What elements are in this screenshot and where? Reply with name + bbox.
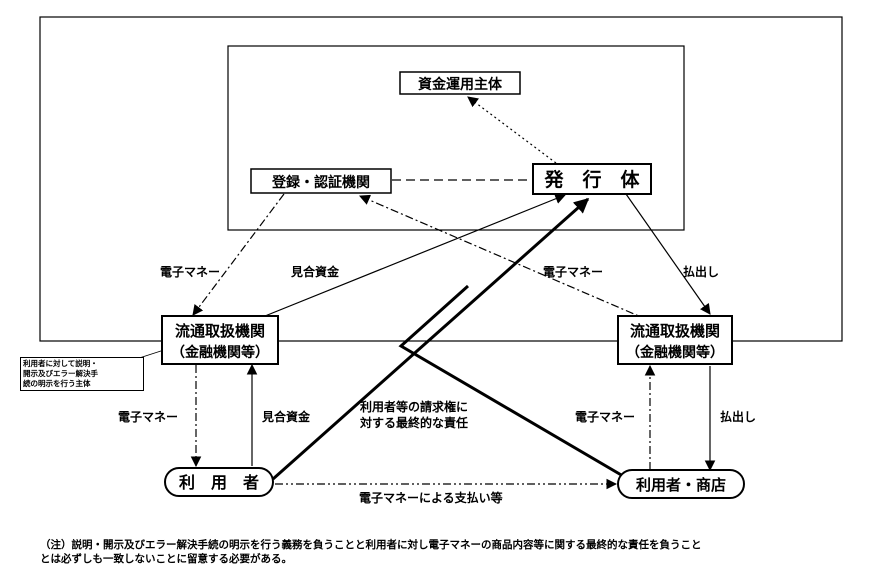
label-emoney-left-lower: 電子マネー [118,410,178,424]
svg-text:利用者・商店: 利用者・商店 [636,476,726,494]
footnote-line: （注）説明・開示及びエラー解決手続の明示を行う義務を負うことと利用者に対し電子マ… [40,539,702,551]
label-emoney-right-upper: 電子マネー [543,265,603,279]
node-user-merchant: 利用者・商店 [617,469,745,499]
label-matching-funds-lower: 見合資金 [261,409,311,424]
edge-issuer-to-fund-manager [467,96,561,167]
edge-right-distributor-to-registration [359,194,649,321]
node-registration-authority: 登録・認証機関 [250,168,392,194]
label-claim-line1: 利用者等の請求権に [360,399,468,414]
side-note-line: 開示及びエラー解決手 [23,369,98,378]
svg-text:流通取扱機関: 流通取扱機関 [175,322,265,340]
label-matching-funds-upper: 見合資金 [290,264,340,279]
svg-text:（金融機関等）: （金融機関等） [171,344,269,361]
label-payment: 電子マネーによる支払い等 [359,490,503,505]
inner-frame [227,45,685,231]
node-user: 利 用 者 [164,467,274,497]
svg-text:発 行 体: 発 行 体 [543,168,640,191]
label-claim-line2: 対する最終的な責任 [359,415,468,430]
svg-text:（金融機関等）: （金融機関等） [626,344,724,361]
svg-text:利 用 者: 利 用 者 [179,473,259,492]
svg-text:資金運用主体: 資金運用主体 [418,76,503,93]
footnote: （注）説明・開示及びエラー解決手続の明示を行う義務を負うことと利用者に対し電子マ… [40,538,840,566]
edge-issuer-to-right-distributor [625,193,711,315]
side-note-line: 利用者に対して説明・ [23,359,98,368]
node-issuer: 発 行 体 [532,163,652,195]
node-left-distributor: 流通取扱機関 （金融機関等） [161,315,279,365]
node-fund-manager: 資金運用主体 [399,71,521,95]
edge-registration-to-left-distributor [192,193,285,316]
label-emoney-left-upper: 電子マネー [160,265,220,279]
label-payout-upper: 払出し [683,264,719,279]
edge-claim-from-user-merchant [398,284,624,478]
svg-text:登録・認証機関: 登録・認証機関 [271,174,370,191]
edge-user-to-issuer-claim [272,197,590,481]
footnote-line: とは必ずしも一致しないことに留意する必要がある。 [40,553,292,565]
outer-frame [39,16,843,342]
edge-left-distributor-to-issuer [264,193,567,317]
node-right-distributor: 流通取扱機関 （金融機関等） [617,315,733,365]
label-payout-lower: 払出し [720,409,756,424]
side-note-disclosure-entity: 利用者に対して説明・ 開示及びエラー解決手 続の明示を行う主体 [20,357,144,391]
svg-text:流通取扱機関: 流通取扱機関 [630,322,720,340]
label-emoney-right-lower: 電子マネー [575,410,635,424]
side-note-line: 続の明示を行う主体 [23,379,91,388]
